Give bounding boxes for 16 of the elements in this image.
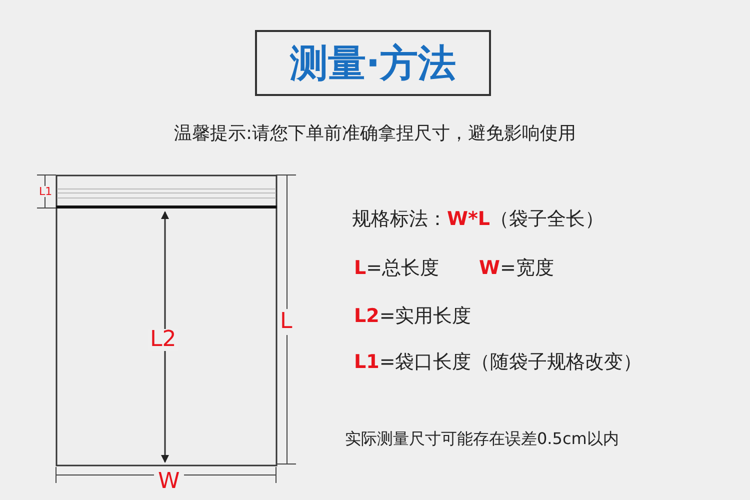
dimension-letter: L — [354, 256, 366, 281]
definition-text: =总长度 — [366, 256, 440, 281]
dimension-letter: L2 — [354, 304, 380, 329]
dimension-letter: L1 — [354, 350, 380, 375]
hint-text: 温馨提示:请您下单前准确拿捏尺寸，避免影响使用 — [174, 122, 576, 146]
note-text: 实际测量尺寸可能存在误差0.5cm以内 — [345, 428, 619, 450]
dimension-label: L1 — [38, 186, 54, 197]
title: 测量·方法 — [290, 40, 456, 86]
definition-text: =袋口长度（随袋子规格改变） — [379, 350, 642, 375]
dimension-label: L — [280, 309, 292, 335]
spec-heading: 规格标法： — [352, 207, 447, 232]
definition-text: =宽度 — [500, 256, 554, 281]
spec-note: （袋子全长） — [490, 207, 604, 232]
dimension-letter: W — [479, 256, 500, 281]
definition-text: =实用长度 — [379, 304, 472, 329]
spec-formula: W*L — [447, 207, 490, 232]
